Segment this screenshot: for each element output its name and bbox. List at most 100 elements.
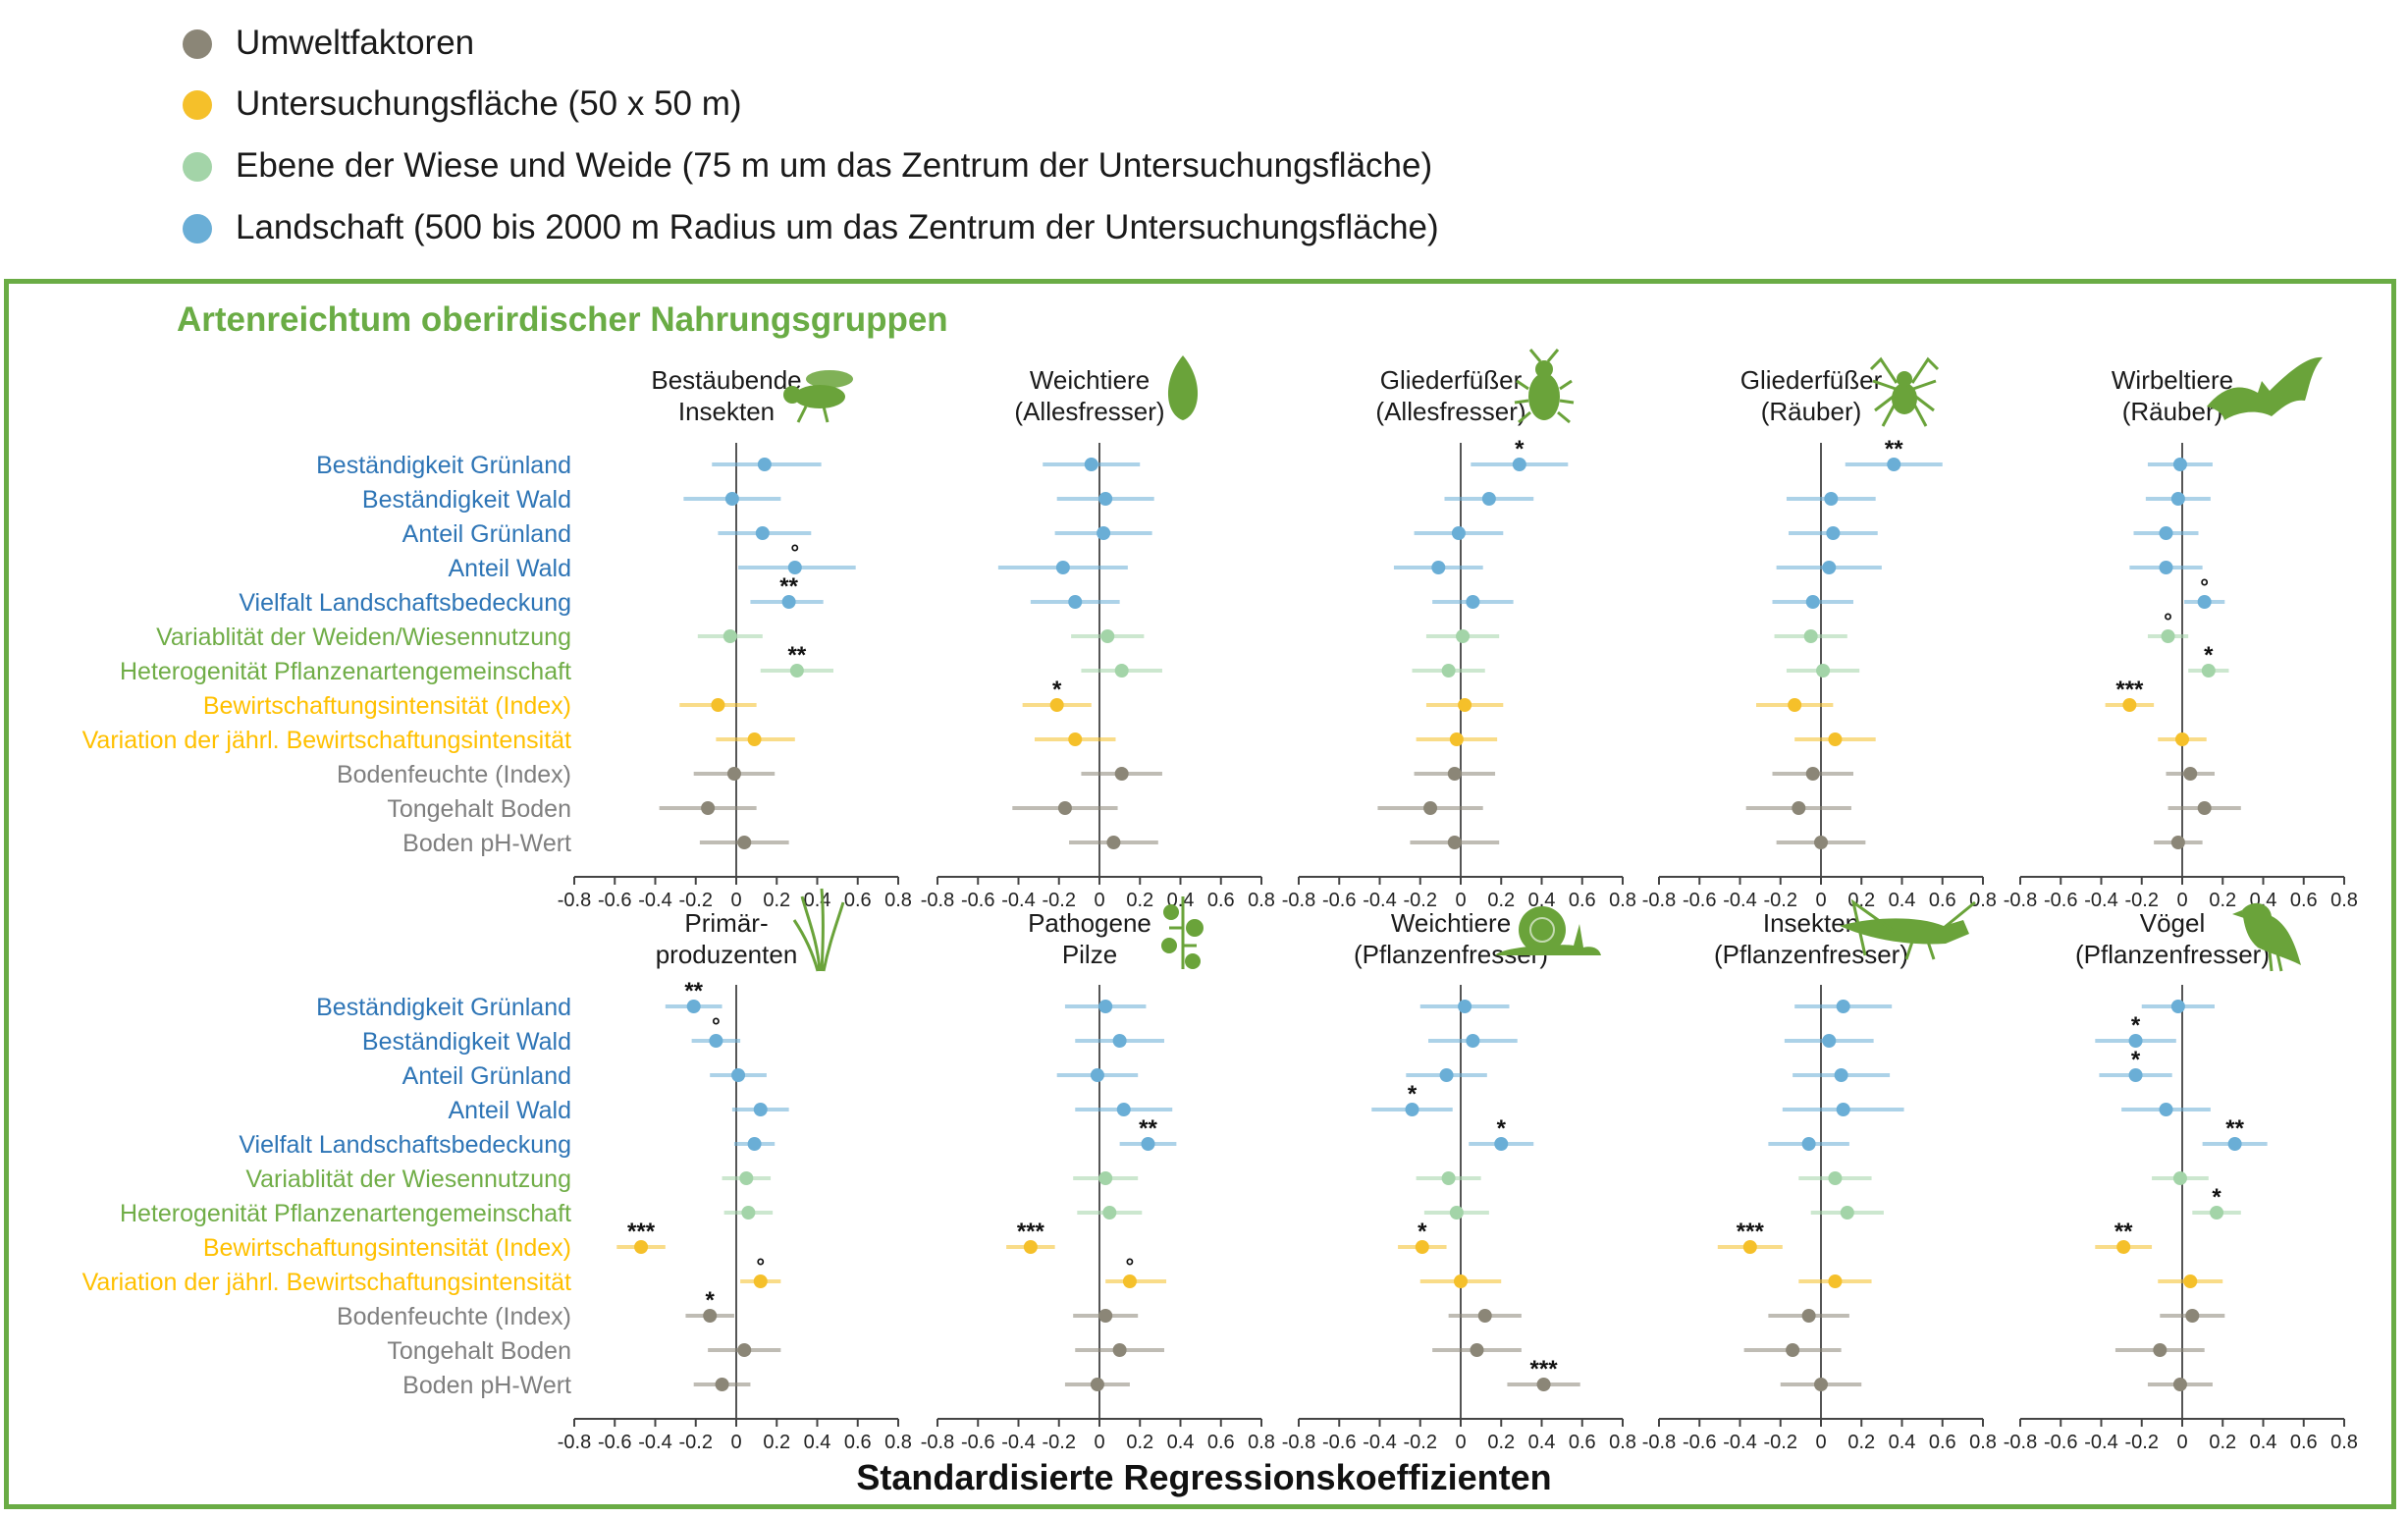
data-point bbox=[2201, 664, 2216, 678]
significance-label: *** bbox=[1530, 1356, 1559, 1382]
row-label: Beständigkeit Wald bbox=[362, 1028, 571, 1056]
data-point bbox=[1114, 664, 1129, 678]
row-label: Variation der jährl. Bewirtschaftungsint… bbox=[82, 727, 571, 754]
data-point bbox=[1122, 1274, 1137, 1288]
x-tick-label: -0.6 bbox=[2044, 890, 2077, 911]
panel-subtitle: Wirbeltiere bbox=[2112, 365, 2233, 395]
significance-label: ** bbox=[779, 573, 798, 600]
x-tick-label: -0.4 bbox=[1723, 1432, 1756, 1453]
row-label: Boden pH-Wert bbox=[402, 1372, 571, 1399]
panel-subtitle: Pathogene bbox=[1028, 908, 1151, 938]
data-point bbox=[1449, 1206, 1464, 1220]
x-tick-label: -0.4 bbox=[1001, 890, 1035, 911]
data-point bbox=[2128, 1068, 2143, 1082]
data-point bbox=[1801, 1309, 1816, 1323]
x-tick-label: -0.2 bbox=[1043, 1432, 1076, 1453]
data-point bbox=[737, 836, 752, 849]
panel-subtitle: (Pflanzenfresser) bbox=[2075, 940, 2270, 969]
data-point bbox=[1141, 1137, 1155, 1151]
x-tick-label: 0.8 bbox=[1969, 1432, 1997, 1453]
x-tick-label: -0.8 bbox=[921, 890, 954, 911]
data-point bbox=[2159, 526, 2173, 540]
x-tick-label: 0.2 bbox=[2209, 890, 2236, 911]
significance-label: ° bbox=[2164, 609, 2172, 633]
data-point bbox=[731, 1068, 746, 1082]
x-tick-label: 0.6 bbox=[1569, 1432, 1596, 1453]
grass-icon bbox=[792, 888, 845, 972]
x-tick-label: -0.8 bbox=[1282, 1432, 1315, 1453]
x-tick-label: -0.2 bbox=[679, 890, 713, 911]
data-point bbox=[1828, 1274, 1843, 1288]
data-point bbox=[2175, 732, 2189, 746]
significance-label: ° bbox=[790, 540, 799, 565]
data-point bbox=[1112, 1034, 1127, 1048]
x-tick-label: 0 bbox=[1094, 890, 1104, 911]
significance-label: ° bbox=[1126, 1254, 1135, 1278]
row-label: Variablität der Weiden/Wiesennutzung bbox=[156, 623, 571, 651]
x-tick-label: -0.6 bbox=[598, 890, 631, 911]
x-tick-label: -0.4 bbox=[1363, 1432, 1396, 1453]
data-point bbox=[1098, 1000, 1113, 1013]
panel-subtitle: Insekten bbox=[678, 397, 775, 426]
data-point bbox=[634, 1240, 649, 1254]
data-point bbox=[701, 801, 716, 815]
panel-subtitle: Insekten bbox=[1763, 908, 1859, 938]
data-point bbox=[747, 1137, 762, 1151]
significance-label: ° bbox=[712, 1013, 721, 1038]
data-point bbox=[1451, 526, 1466, 540]
bee-icon bbox=[783, 370, 853, 423]
significance-label: * bbox=[1497, 1115, 1507, 1142]
bat-icon bbox=[2207, 356, 2323, 420]
x-tick-label: -0.4 bbox=[638, 1432, 671, 1453]
data-point bbox=[1447, 767, 1462, 781]
data-point bbox=[1466, 595, 1480, 609]
x-tick-label: -0.8 bbox=[1642, 890, 1676, 911]
significance-label: * bbox=[1052, 677, 1062, 703]
x-tick-label: 0.8 bbox=[884, 890, 912, 911]
x-tick-label: -0.8 bbox=[558, 890, 591, 911]
data-point bbox=[1055, 561, 1070, 574]
data-point bbox=[739, 1171, 754, 1185]
data-point bbox=[726, 767, 741, 781]
x-tick-label: 0.6 bbox=[844, 1432, 872, 1453]
data-point bbox=[1431, 561, 1446, 574]
row-label: Boden pH-Wert bbox=[402, 830, 571, 857]
x-tick-label: -0.8 bbox=[2004, 890, 2037, 911]
data-point bbox=[724, 492, 739, 506]
data-point bbox=[1102, 1206, 1117, 1220]
row-label: Anteil Wald bbox=[448, 555, 571, 582]
significance-label: * bbox=[1408, 1081, 1418, 1108]
panel-subtitle: Gliederfüßer bbox=[1740, 365, 1883, 395]
x-tick-label: -0.6 bbox=[1683, 890, 1716, 911]
row-label: Bodenfeuchte (Index) bbox=[337, 761, 571, 788]
x-tick-label: 0.2 bbox=[1126, 890, 1153, 911]
significance-label: *** bbox=[2115, 677, 2144, 703]
beetle-icon bbox=[1514, 349, 1575, 424]
data-point bbox=[1441, 664, 1456, 678]
data-point bbox=[2172, 1171, 2187, 1185]
x-tick-label: -0.2 bbox=[1404, 1432, 1437, 1453]
legend-dot-icon bbox=[183, 152, 212, 182]
x-tick-label: 0.2 bbox=[1126, 1432, 1153, 1453]
data-point bbox=[703, 1309, 718, 1323]
x-tick-label: -0.8 bbox=[1642, 1432, 1676, 1453]
x-tick-label: 0 bbox=[1455, 1432, 1466, 1453]
data-point bbox=[1447, 836, 1462, 849]
x-tick-label: 0.4 bbox=[1528, 890, 1556, 911]
data-point bbox=[1114, 767, 1129, 781]
x-tick-label: 0 bbox=[2176, 1432, 2187, 1453]
data-point bbox=[1828, 732, 1843, 746]
data-point bbox=[709, 1034, 723, 1048]
x-tick-label: 0.2 bbox=[763, 890, 790, 911]
x-tick-label: 0.8 bbox=[2330, 1432, 2358, 1453]
row-label: Vielfalt Landschaftsbedeckung bbox=[239, 589, 571, 617]
data-point bbox=[2128, 1034, 2143, 1048]
data-point bbox=[1057, 801, 1072, 815]
x-tick-label: -0.2 bbox=[1404, 890, 1437, 911]
data-point bbox=[2170, 492, 2185, 506]
data-point bbox=[2170, 836, 2185, 849]
x-tick-label: 0.6 bbox=[1207, 1432, 1235, 1453]
data-point bbox=[1786, 1343, 1800, 1357]
data-point bbox=[1441, 1171, 1456, 1185]
x-tick-label: 0.4 bbox=[1889, 890, 1916, 911]
